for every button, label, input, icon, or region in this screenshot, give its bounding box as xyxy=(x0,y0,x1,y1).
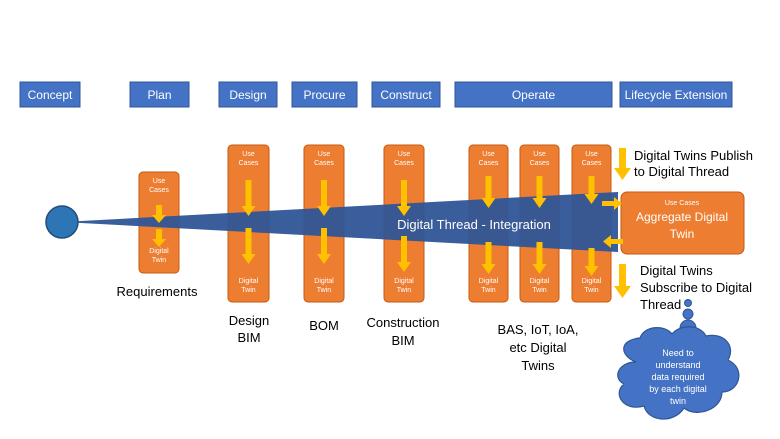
subscribe-note-line-1: Digital Twins xyxy=(640,263,713,278)
cloud-text-line-2: understand xyxy=(655,360,700,370)
use-cases-label-operate-3a: Use xyxy=(585,151,598,158)
phase-box-design xyxy=(218,81,278,108)
phase-box-plan xyxy=(129,81,190,108)
aggregate-title-line-1: Aggregate Digital xyxy=(636,210,728,224)
digital-twin-label-procure-1: Digital xyxy=(314,278,334,285)
cloud-text-line-5: twin xyxy=(670,396,686,406)
aggregate-digital-twin-box xyxy=(620,191,745,255)
use-cases-label-procure-1: Use xyxy=(318,151,331,158)
stage-label-operate-3: Twins xyxy=(521,358,555,373)
phase-box-operate xyxy=(454,81,613,108)
stage-label-operate-2: etc Digital xyxy=(509,340,566,355)
phase-label-procure: Procure xyxy=(303,88,345,102)
phase-label-construct: Construct xyxy=(380,88,432,102)
use-cases-label-plan-2: Cases xyxy=(149,187,169,194)
phase-label-concept: Concept xyxy=(28,88,73,102)
cloud-shape xyxy=(617,326,740,420)
digital-twin-label-operate-3a: Digital xyxy=(582,278,602,285)
publish-down-arrow-icon xyxy=(614,148,631,180)
digital-twin-label-construct-1: Digital xyxy=(394,278,414,285)
stage-label-design-1: Design xyxy=(229,313,269,328)
down-arrow-icon xyxy=(317,228,331,264)
right-arrow-icon xyxy=(602,197,622,210)
phase-box-concept xyxy=(19,81,81,108)
digital-thread-label: Digital Thread - Integration xyxy=(397,217,551,232)
down-arrow-icon xyxy=(397,236,411,272)
column-arrows xyxy=(152,176,599,276)
cloud-text-line-1: Need to xyxy=(662,348,694,358)
cloud-text-line-4: by each digital xyxy=(649,384,707,394)
down-arrow-icon xyxy=(397,180,411,216)
phase-label-plan: Plan xyxy=(147,88,171,102)
stage-label-procure: BOM xyxy=(309,318,339,333)
phase-label-operate: Operate xyxy=(512,88,556,102)
publish-note-line-2: to Digital Thread xyxy=(634,164,729,179)
phase-box-lifecycle-extension xyxy=(619,81,733,108)
use-cases-label-operate-2b: Cases xyxy=(530,160,550,167)
use-cases-label-construct-2: Cases xyxy=(394,160,414,167)
aggregate-title-line-2: Twin xyxy=(670,227,695,241)
digital-twin-label-operate-3b: Twin xyxy=(584,287,599,294)
down-arrow-icon xyxy=(241,180,256,216)
use-cases-label-plan-1: Use xyxy=(153,178,166,185)
stage-label-construct-2: BIM xyxy=(391,333,414,348)
thought-dot-small xyxy=(684,299,692,307)
subscribe-note-line-3: Thread xyxy=(640,297,681,312)
stage-label-requirements: Requirements xyxy=(117,284,198,299)
down-arrow-icon xyxy=(584,176,599,204)
digital-twin-label-design-2: Twin xyxy=(241,287,256,294)
phase-label-lifecycle-extension: Lifecycle Extension xyxy=(625,88,728,102)
down-arrow-icon xyxy=(241,228,256,264)
cloud-text-line-3: data required xyxy=(651,372,704,382)
down-arrow-icon xyxy=(152,229,166,247)
digital-twin-label-construct-2: Twin xyxy=(397,287,412,294)
left-arrow-icon xyxy=(603,235,623,248)
down-arrow-icon xyxy=(152,205,166,223)
use-cases-label-operate-1a: Use xyxy=(482,151,495,158)
down-arrow-icon xyxy=(584,248,599,276)
subscribe-down-arrow-icon xyxy=(614,264,631,298)
thought-cloud: Need to understand data required by each… xyxy=(617,299,740,420)
digital-twin-label-operate-1a: Digital xyxy=(479,278,499,285)
publish-note-line-1: Digital Twins Publish xyxy=(634,148,753,163)
use-cases-label-design-2: Cases xyxy=(239,160,259,167)
digital-twin-label-operate-2a: Digital xyxy=(530,278,550,285)
digital-twin-label-operate-2b: Twin xyxy=(532,287,547,294)
phase-box-procure xyxy=(291,81,358,108)
digital-twin-label-design-1: Digital xyxy=(239,278,259,285)
phase-box-construct xyxy=(371,81,441,108)
phase-header-row: Concept Plan Design Procure Construct Op… xyxy=(19,81,733,108)
stage-label-design-2: BIM xyxy=(237,330,260,345)
subscribe-note-line-2: Subscribe to Digital xyxy=(640,280,752,295)
use-cases-label-design-1: Use xyxy=(242,151,255,158)
use-cases-label-procure-2: Cases xyxy=(314,160,334,167)
stage-label-operate-1: BAS, IoT, IoA, xyxy=(498,322,579,337)
down-arrow-icon xyxy=(481,242,496,274)
digital-thread-wedge xyxy=(62,192,618,252)
use-cases-label-operate-2a: Use xyxy=(533,151,546,158)
thread-origin-circle xyxy=(45,205,79,239)
thought-dot-medium xyxy=(682,308,694,320)
phase-label-design: Design xyxy=(229,88,266,102)
digital-twin-label-procure-2: Twin xyxy=(317,287,332,294)
down-arrow-icon xyxy=(481,176,496,208)
digital-twin-labels: Digital Twin Digital Twin Digital Twin D… xyxy=(149,248,601,294)
use-cases-label-operate-3b: Cases xyxy=(582,160,602,167)
digital-twin-label-plan-2: Twin xyxy=(152,257,167,264)
aggregate-use-cases-label: Use Cases xyxy=(665,200,700,207)
down-arrow-icon xyxy=(317,180,331,216)
stage-label-construct-1: Construction xyxy=(367,315,440,330)
use-cases-labels: Use Cases Use Cases Use Cases Use Cases … xyxy=(149,151,602,194)
down-arrow-icon xyxy=(532,176,547,208)
down-arrow-icon xyxy=(532,242,547,274)
use-cases-label-construct-1: Use xyxy=(398,151,411,158)
digital-twin-label-plan-1: Digital xyxy=(149,248,169,255)
use-cases-label-operate-1b: Cases xyxy=(479,160,499,167)
digital-twin-label-operate-1b: Twin xyxy=(481,287,496,294)
